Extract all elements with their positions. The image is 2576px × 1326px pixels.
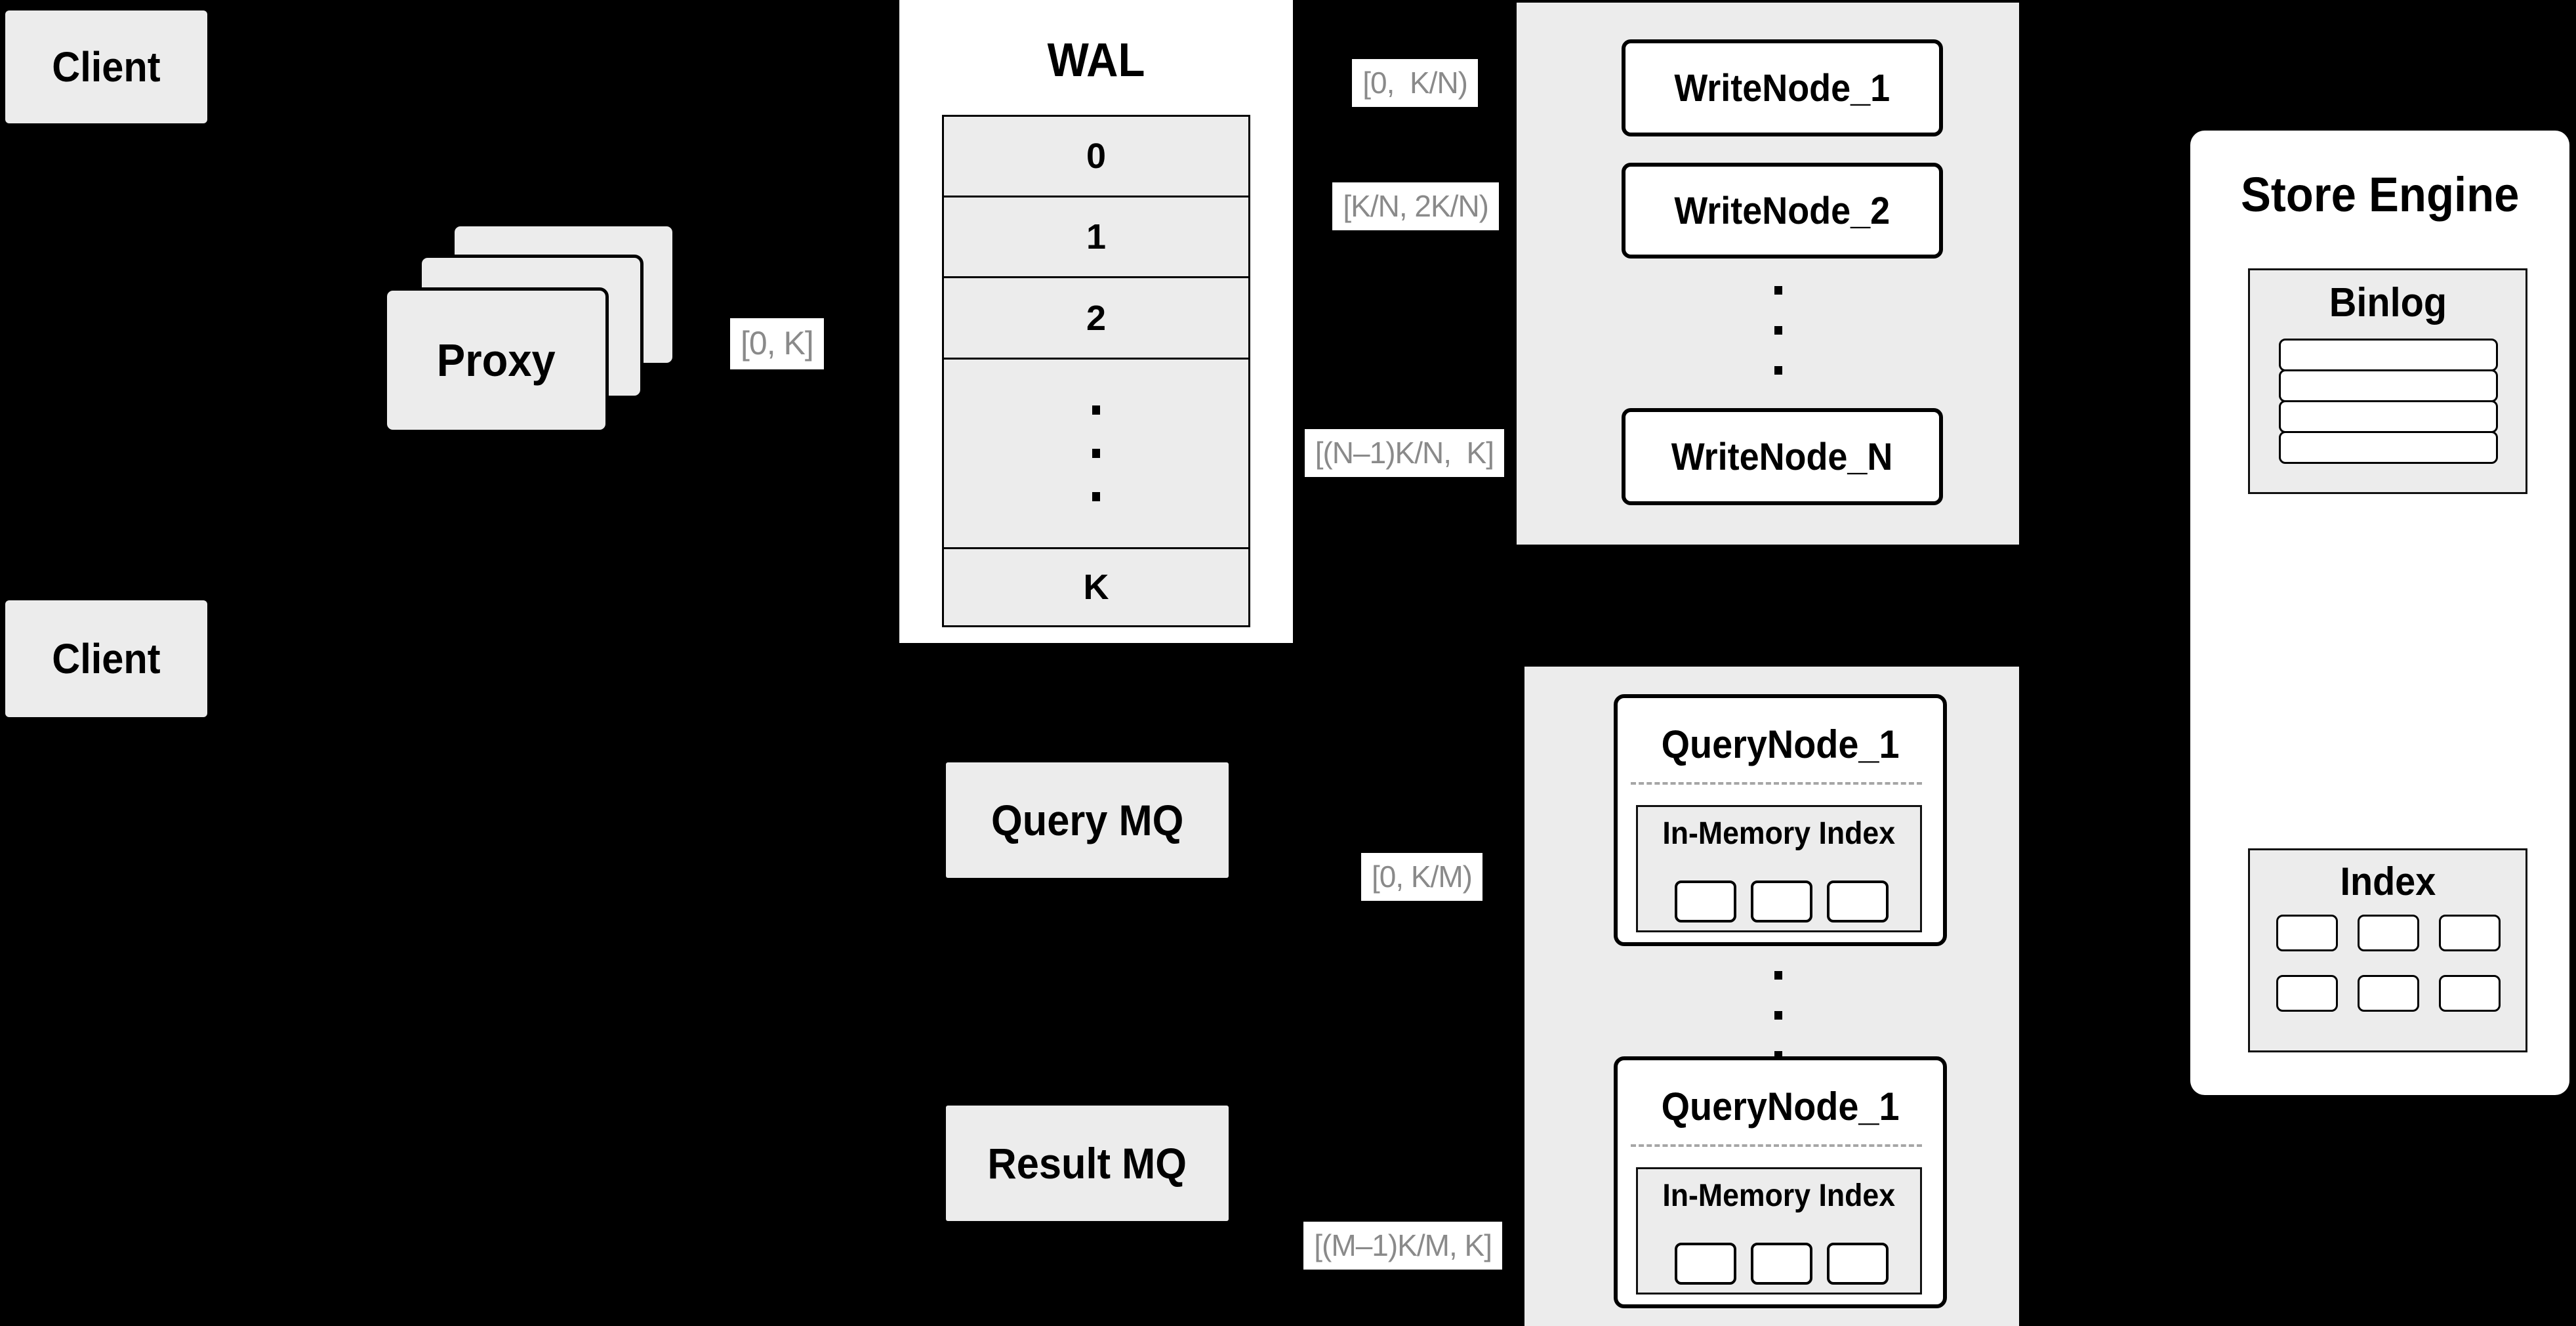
wal-row-1: 1 (944, 196, 1248, 276)
binlog-title: Binlog (2329, 280, 2447, 325)
querynode-m-inmemory-title: In-Memory Index (1662, 1178, 1896, 1213)
writenode-2-box: WriteNode_2 (1622, 163, 1943, 259)
binlog-segment-row (2279, 339, 2498, 371)
querynode-1-inmemory-title: In-Memory Index (1662, 816, 1896, 851)
edge-label-mq-to-querynode-1: [0, K/M) (1360, 853, 1482, 901)
query-mq-label: Query MQ (991, 796, 1184, 844)
querynode-1-inmemory-title-wrap: In-Memory Index (1638, 812, 1920, 854)
store-engine-panel: Store Engine Binlog Index (2190, 131, 2569, 1095)
writenode-2-label: WriteNode_2 (1674, 189, 1891, 232)
binlog-segment-row (2279, 431, 2498, 464)
querynode-m-divider (1631, 1144, 1922, 1147)
querynode-m-title: QueryNode_1 (1661, 1084, 1900, 1129)
index-segment-chip (2276, 915, 2338, 951)
querynode-m-inmemory-box: In-Memory Index (1636, 1167, 1922, 1295)
proxy-card-front: Proxy (384, 287, 609, 433)
index-title: Index (2340, 859, 2436, 903)
edge-label-wal-to-writenode-n: [(N–1)K/N, K] (1304, 429, 1504, 477)
querynode-m-title-wrap: QueryNode_1 (1618, 1079, 1943, 1134)
result-mq-box: Result MQ (946, 1106, 1229, 1221)
binlog-segment-row (2279, 400, 2498, 433)
wal-row-ellipsis (944, 358, 1248, 547)
writenode-n-box: WriteNode_N (1622, 408, 1943, 505)
client-top-label: Client (52, 43, 161, 91)
binlog-segment-row (2279, 369, 2498, 402)
store-engine-title: Store Engine (2240, 167, 2520, 222)
client-box-top: Client (5, 10, 207, 123)
wal-row-0: 0 (944, 117, 1248, 196)
querynode-1-divider (1631, 782, 1922, 785)
index-box: Index (2248, 848, 2527, 1052)
index-segment-chip (1751, 881, 1812, 922)
wal-panel: WAL 0 1 2 K (899, 0, 1293, 643)
index-segment-chip (2358, 915, 2419, 951)
index-segment-chip (1751, 1243, 1812, 1285)
querynode-1-title-wrap: QueryNode_1 (1618, 716, 1943, 772)
writenode-n-label: WriteNode_N (1671, 435, 1893, 478)
index-segment-chip (2358, 975, 2419, 1012)
store-engine-title-wrap: Store Engine (2190, 165, 2569, 224)
querynode-1-title: QueryNode_1 (1661, 722, 1900, 766)
vertical-ellipsis-icon (1092, 388, 1100, 518)
querynode-m-box: QueryNode_1 In-Memory Index (1614, 1056, 1947, 1308)
client-bottom-label: Client (52, 635, 161, 682)
index-segment-chip (1827, 881, 1889, 922)
wal-row-1-label: 1 (1086, 217, 1107, 257)
index-segment-chip (2439, 915, 2501, 951)
client-box-bottom: Client (5, 600, 207, 717)
wal-row-2-label: 2 (1086, 298, 1107, 338)
wal-table: 0 1 2 K (942, 115, 1250, 627)
querynode-1-inmemory-box: In-Memory Index (1636, 805, 1922, 932)
writenode-1-box: WriteNode_1 (1622, 39, 1943, 136)
index-segment-chip (1827, 1243, 1889, 1285)
vertical-ellipsis-icon (1774, 270, 1782, 390)
wal-row-k-label: K (1083, 568, 1109, 607)
query-mq-box: Query MQ (946, 762, 1229, 878)
wal-row-2: 2 (944, 276, 1248, 358)
writenode-1-label: WriteNode_1 (1674, 66, 1891, 110)
binlog-title-wrap: Binlog (2250, 278, 2525, 327)
index-segment-chip (2276, 975, 2338, 1012)
edge-label-wal-to-writenode-1: [0, K/N) (1352, 59, 1478, 107)
edge-label-proxy-to-wal: [0, K] (730, 318, 824, 369)
wal-row-k: K (944, 547, 1248, 625)
index-title-wrap: Index (2250, 857, 2525, 905)
wal-row-0-label: 0 (1086, 136, 1107, 176)
result-mq-label: Result MQ (987, 1139, 1187, 1188)
edge-label-wal-to-writenode-2: [K/N, 2K/N) (1332, 182, 1499, 230)
wal-title-wrap: WAL (899, 34, 1293, 87)
index-segment-chip (1675, 1243, 1736, 1285)
querynode-1-box: QueryNode_1 In-Memory Index (1614, 694, 1947, 946)
proxy-label: Proxy (437, 335, 556, 386)
binlog-box: Binlog (2248, 268, 2527, 494)
querynode-m-inmemory-title-wrap: In-Memory Index (1638, 1174, 1920, 1216)
edge-label-mq-to-querynode-m: [(M–1)K/M, K] (1303, 1222, 1502, 1270)
index-segment-chip (2439, 975, 2501, 1012)
wal-title: WAL (1047, 34, 1145, 87)
index-segment-chip (1675, 881, 1736, 922)
